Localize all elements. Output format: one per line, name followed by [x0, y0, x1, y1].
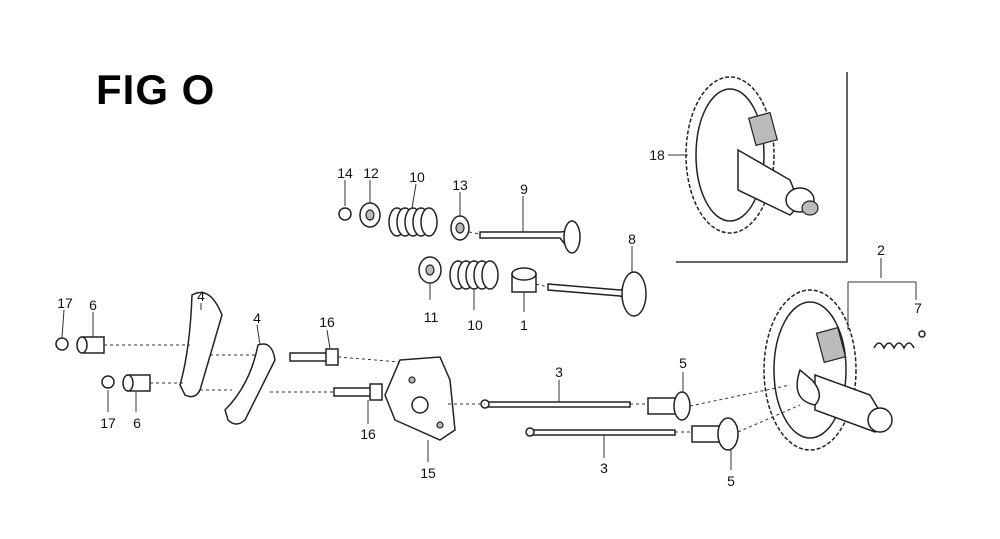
- valve-9: [479, 219, 581, 254]
- part-1-valve-guide: [511, 267, 537, 293]
- callout-3-upper: 3: [555, 364, 563, 380]
- callout-3-lower: 3: [600, 460, 608, 476]
- camshaft-gear-18: [685, 76, 819, 234]
- bolt-16-lower: [333, 383, 383, 401]
- assembly-line: [737, 404, 801, 433]
- callout-6-lower: 6: [133, 415, 141, 431]
- pushrod-3-upper: [480, 399, 631, 409]
- callout-4-left: 4: [197, 288, 205, 304]
- callout-16-upper: 16: [319, 314, 335, 330]
- callout-10-upper: 10: [409, 169, 425, 185]
- tappet-5-upper: [647, 391, 691, 421]
- figure-title: FIG O: [96, 66, 216, 113]
- assembly-line: [337, 356, 401, 363]
- callout-16-lower: 16: [360, 426, 376, 442]
- callout-17-upper: 17: [57, 295, 73, 311]
- assembly-line: [468, 231, 481, 235]
- assembly-line: [689, 384, 791, 407]
- part-17-nut-upper: [55, 337, 69, 351]
- part-6-pivot-upper: [76, 336, 105, 354]
- callout-17-lower: 17: [100, 415, 116, 431]
- callout-10-lower: 10: [467, 317, 483, 333]
- spring-7: [873, 330, 926, 350]
- valve-spring-10-upper: [388, 207, 438, 237]
- assembly-line: [535, 283, 549, 288]
- callout-7: 7: [914, 300, 922, 316]
- valve-8: [547, 271, 647, 317]
- rocker-arm-4-left: [179, 291, 223, 398]
- callout-11: 11: [424, 309, 439, 325]
- camshaft-gear-assembly-2: [763, 289, 893, 451]
- callout-4-right: 4: [253, 310, 261, 326]
- callout-6-upper: 6: [89, 297, 97, 313]
- part-6-pivot-lower: [122, 374, 151, 392]
- callout-13: 13: [452, 177, 468, 193]
- part-14-retainer-cap: [338, 207, 352, 221]
- callout-18: 18: [649, 147, 665, 163]
- callout-5-upper: 5: [679, 355, 687, 371]
- valve-spring-10-lower: [449, 260, 499, 290]
- callout-14: 14: [337, 165, 353, 181]
- part-17-nut-lower: [101, 375, 115, 389]
- tappet-5-lower: [691, 417, 739, 451]
- callout-12: 12: [363, 165, 379, 181]
- callout-15: 15: [420, 465, 436, 481]
- callout-9: 9: [520, 181, 528, 197]
- callout-2: 2: [877, 242, 885, 258]
- pushrod-3-lower: [525, 427, 676, 437]
- bolt-16-upper: [289, 348, 339, 366]
- callout-8: 8: [628, 231, 636, 247]
- callout-1: 1: [520, 317, 528, 333]
- inset-frame: [676, 72, 848, 263]
- rocker-arm-4-right: [224, 343, 276, 425]
- callout-5-lower: 5: [727, 473, 735, 489]
